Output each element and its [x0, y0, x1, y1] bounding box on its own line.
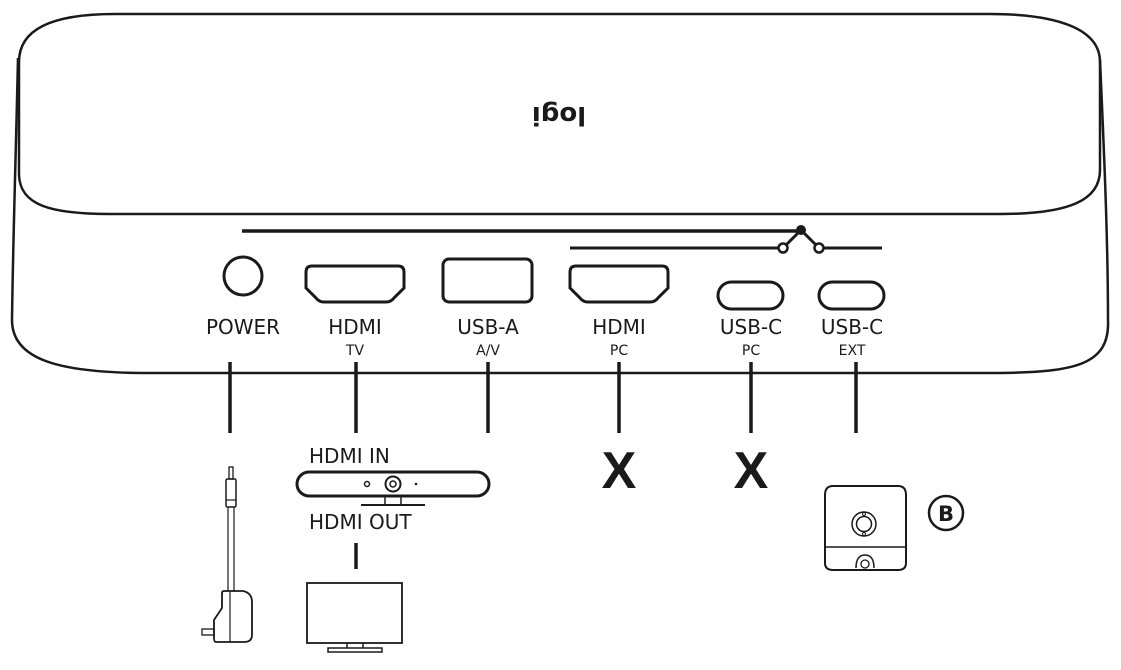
not-supported-mark: X	[734, 442, 769, 500]
hdmi-out-label: HDMI OUT	[309, 510, 412, 534]
tv-display-icon	[306, 582, 403, 653]
usb-c-port-icon	[817, 280, 886, 311]
port-label: HDMI	[328, 315, 382, 339]
port-label: USB-A	[457, 315, 519, 339]
port-usb-c-pc: USB-C PC	[716, 280, 785, 359]
port-label: USB-C	[720, 315, 782, 339]
port-sublabel: PC	[610, 343, 628, 359]
port-sublabel: PC	[742, 343, 760, 359]
port-label: USB-C	[821, 315, 883, 339]
device-body: logi	[10, 12, 1110, 375]
power-adapter-icon	[201, 466, 253, 643]
port-usb-c-ext: USB-C EXT	[817, 280, 886, 359]
callout-b: B	[927, 494, 965, 532]
port-sublabel: A/V	[476, 343, 500, 359]
camera-bar: HDMI IN HDMI OUT	[295, 444, 491, 534]
hdmi-port-icon	[568, 264, 670, 304]
callout-b-label: B	[938, 502, 954, 526]
port-label: POWER	[206, 315, 280, 339]
tap-controller-icon	[824, 485, 907, 571]
usb-c-port-icon	[716, 280, 785, 311]
port-power: POWER	[206, 255, 280, 339]
port-label: HDMI	[592, 315, 646, 339]
logi-logo: logi	[532, 100, 586, 130]
hdmi-port-icon	[304, 264, 406, 304]
device-lid	[17, 12, 1102, 216]
power-port-icon	[222, 255, 264, 297]
hdmi-in-label: HDMI IN	[309, 444, 390, 468]
switch-toggle-icon	[242, 225, 882, 254]
port-hdmi-pc: HDMI PC	[568, 264, 670, 359]
port-usb-a-av: USB-A A/V	[441, 257, 534, 359]
camera-mic-icon	[363, 480, 371, 488]
usb-a-port-icon	[441, 257, 534, 304]
camera-lens-icon	[384, 475, 402, 493]
connector-lines	[228, 362, 858, 433]
port-hdmi-tv: HDMI TV	[304, 264, 406, 359]
port-sublabel: TV	[345, 343, 365, 359]
port-sublabel: EXT	[839, 343, 866, 359]
not-supported-mark: X	[602, 442, 637, 500]
